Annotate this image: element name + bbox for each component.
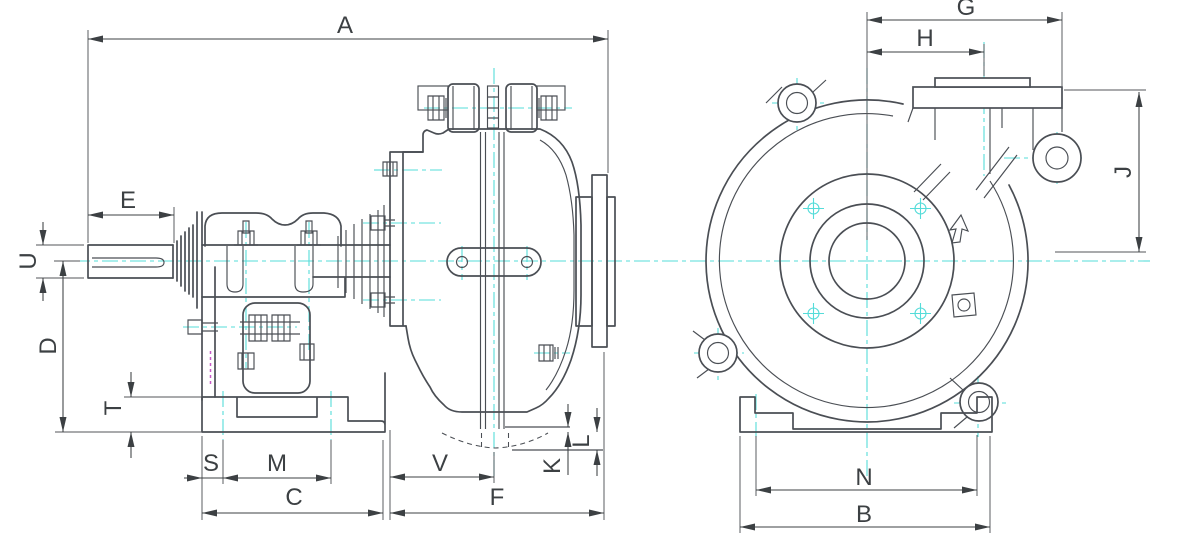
pump-shaft <box>87 224 194 298</box>
dim-label-d: D <box>35 337 62 354</box>
shaft-collar-rings <box>172 224 194 298</box>
pump-base-front <box>739 396 993 433</box>
dim-label-f: F <box>490 484 505 511</box>
dim-label-s: S <box>203 450 219 477</box>
discharge-flange <box>907 77 1063 174</box>
housing-barrel <box>204 212 342 247</box>
hidden-drain-boss <box>480 433 510 450</box>
shaft-sleeve <box>337 205 385 317</box>
adjusting-stud <box>240 314 300 342</box>
dim-label-k: K <box>539 458 566 474</box>
casing-outer-profile <box>705 99 1029 423</box>
dim-label-u: U <box>15 252 42 269</box>
casing-clamp-bolts <box>479 132 505 429</box>
dimension-labels: A E G H S M C V F N B U D T K L J <box>15 0 1137 528</box>
impeller-bolt-holes <box>803 198 931 324</box>
dim-label-v: V <box>432 450 448 477</box>
bearing-housing <box>187 211 391 401</box>
side-bolt-right <box>299 343 315 361</box>
dim-label-b: B <box>856 501 872 528</box>
dimension-annotations: A E G H S M C V F N B U D T K L J <box>15 0 1146 533</box>
dim-label-c: C <box>285 484 302 511</box>
side-bolt-left <box>187 319 218 335</box>
gland-stud-top <box>370 215 395 231</box>
gland-stud-bottom <box>370 292 395 308</box>
dim-label-a: A <box>337 12 353 39</box>
casing-lug-plate <box>446 247 542 277</box>
backplate-bolt <box>382 161 398 177</box>
stuffing-box <box>337 151 424 327</box>
housing-top-bolts <box>234 220 321 246</box>
suction-flange <box>575 174 616 348</box>
side-view <box>87 83 616 451</box>
shaft-keyway <box>92 257 165 268</box>
casing-side-bolt <box>538 344 559 362</box>
casing-inner-profile <box>718 113 1014 409</box>
pump-base-side <box>201 372 386 433</box>
dim-label-j: J <box>1110 166 1137 178</box>
front-view <box>692 77 1082 433</box>
dim-label-e: E <box>120 187 136 214</box>
rotation-arrow-icon <box>948 213 970 244</box>
dimension-lines <box>39 16 1143 531</box>
dim-label-h: H <box>916 25 933 52</box>
dim-label-n: N <box>855 464 872 491</box>
drain-boss-hole <box>957 298 971 312</box>
dim-label-g: G <box>957 0 976 21</box>
lower-bolt <box>237 352 255 370</box>
frame-plate <box>201 244 391 298</box>
hidden-casing-bottom <box>441 432 549 449</box>
casing-bolt-lugs <box>692 79 1082 429</box>
drain-boss <box>951 292 977 318</box>
casing-ribs <box>913 146 1018 201</box>
top-clamp-assembly <box>417 83 566 133</box>
dim-label-t: T <box>100 400 127 415</box>
dim-label-l: L <box>568 434 595 447</box>
volute-casing-side <box>402 83 603 451</box>
pedestal-slots <box>226 246 314 293</box>
dim-label-m: M <box>267 450 287 477</box>
casing-inner-wall <box>539 139 575 391</box>
